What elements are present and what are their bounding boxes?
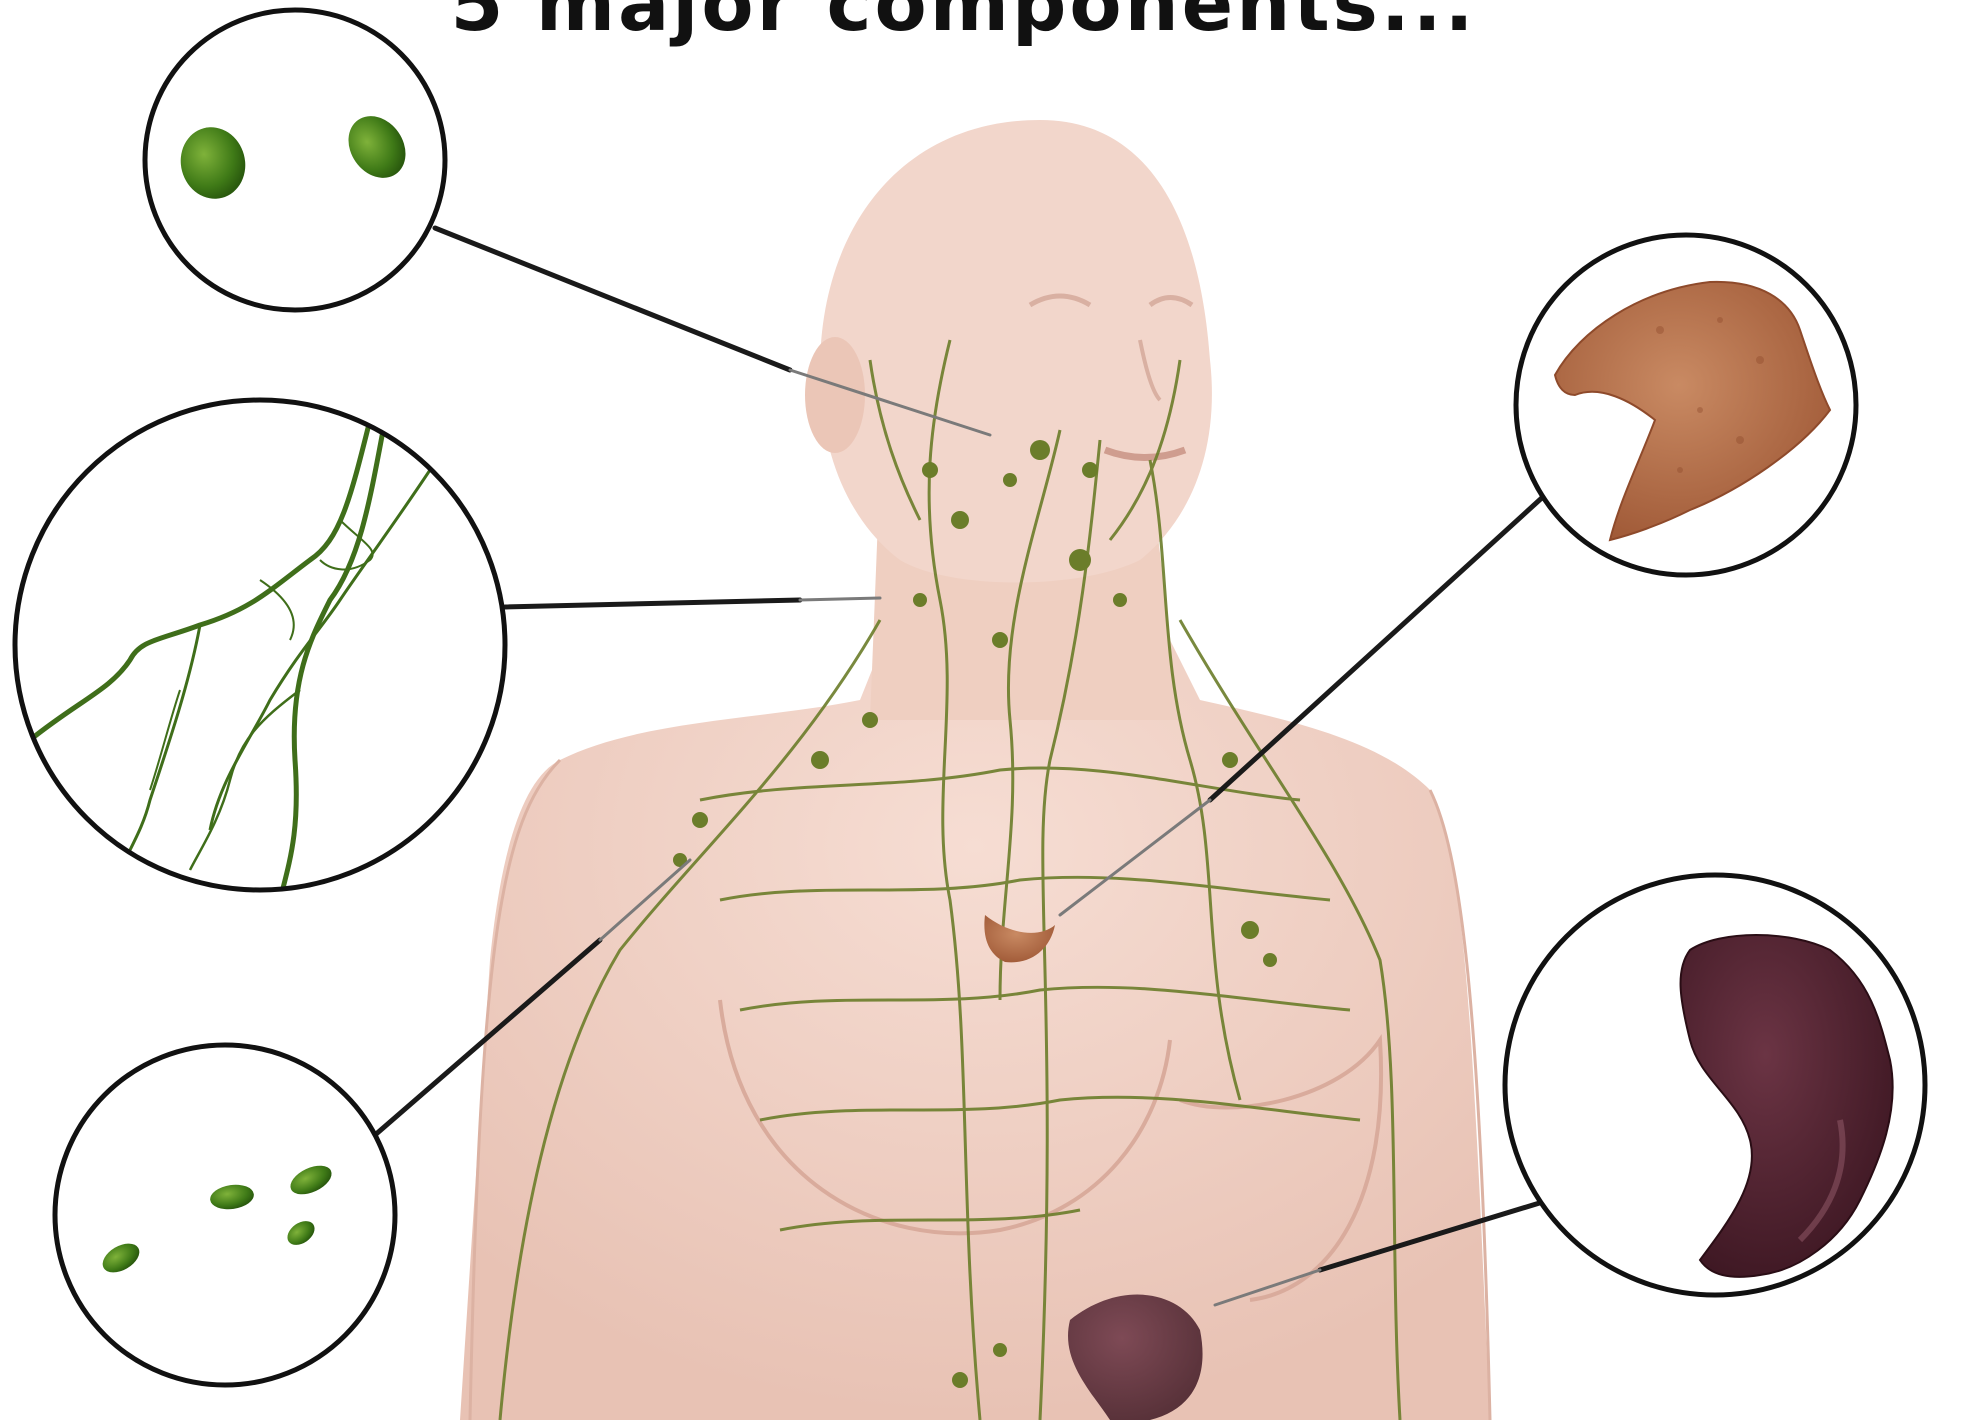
callout-line-vessels bbox=[505, 600, 800, 607]
lymph-node bbox=[1113, 593, 1127, 607]
lymph-node bbox=[1030, 440, 1050, 460]
callout-lymph-nodes bbox=[55, 1045, 395, 1385]
callout-thymus bbox=[1516, 235, 1856, 575]
ear-shape bbox=[805, 337, 865, 453]
callout-line-vessels-fade bbox=[800, 598, 880, 600]
human-body bbox=[460, 120, 1490, 1420]
lymph-node bbox=[692, 812, 708, 828]
lymph-node bbox=[811, 751, 829, 769]
callout-lymphocytes bbox=[145, 10, 445, 310]
lymph-node bbox=[1069, 549, 1091, 571]
lymph-node bbox=[1241, 921, 1259, 939]
lymph-node bbox=[1222, 752, 1238, 768]
lymph-node bbox=[951, 511, 969, 529]
callout-spleen bbox=[1505, 875, 1925, 1295]
lymph-node bbox=[1003, 473, 1017, 487]
lymph-node bbox=[922, 462, 938, 478]
callout-lymph-vessels bbox=[15, 400, 505, 900]
lymph-node bbox=[992, 632, 1008, 648]
lymph-node bbox=[1263, 953, 1277, 967]
lymph-node bbox=[993, 1343, 1007, 1357]
callout-line-lymphocytes bbox=[435, 228, 790, 370]
lymph-node bbox=[913, 593, 927, 607]
lymph-node bbox=[1082, 462, 1098, 478]
lymph-node bbox=[862, 712, 878, 728]
lymph-node bbox=[952, 1372, 968, 1388]
head-shape bbox=[820, 120, 1212, 583]
